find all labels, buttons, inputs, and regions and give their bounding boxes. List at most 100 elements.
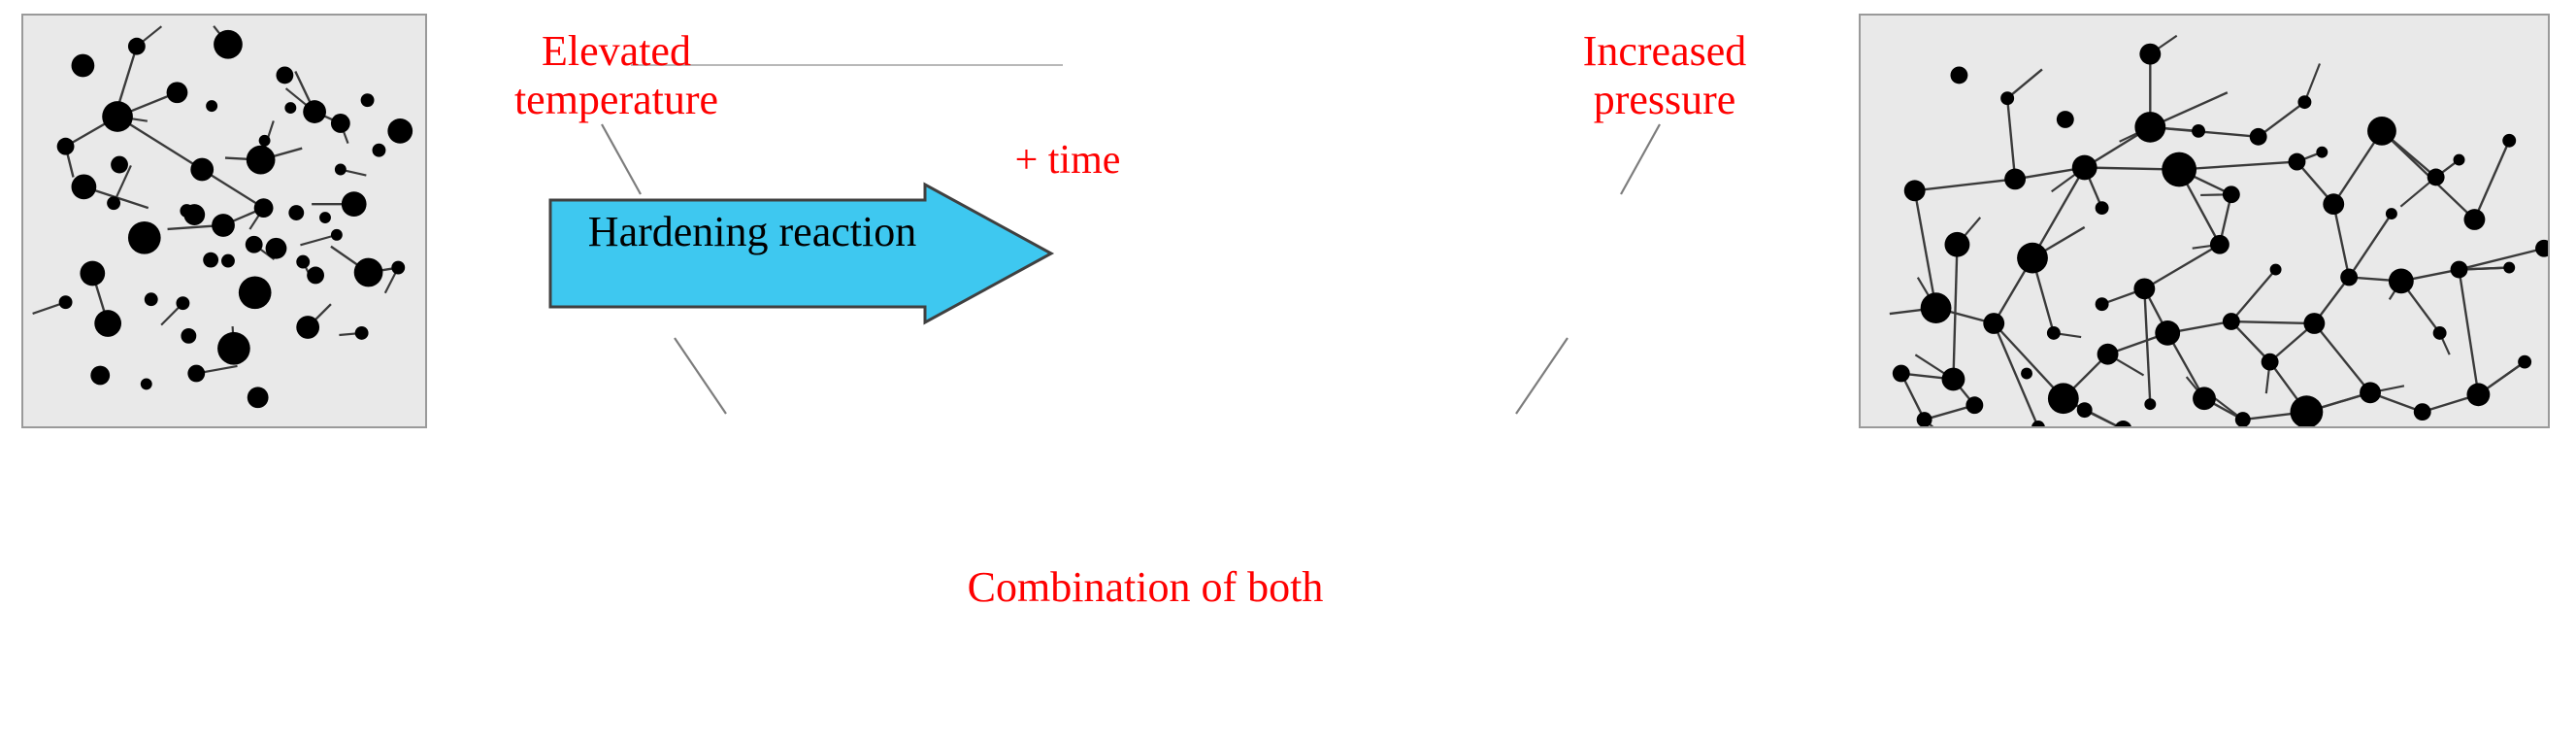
molecule-node xyxy=(2453,153,2465,166)
molecule-node xyxy=(2115,421,2131,426)
molecule-node xyxy=(71,174,97,200)
molecule-node xyxy=(2004,168,2027,190)
molecule-node xyxy=(372,143,386,157)
bond xyxy=(201,168,265,210)
molecule-node xyxy=(2385,208,2397,220)
molecule-node xyxy=(1965,396,1984,415)
molecule-node xyxy=(2261,353,2279,371)
molecule-node xyxy=(387,118,413,144)
bond xyxy=(2229,320,2271,363)
molecule-node xyxy=(330,114,350,133)
molecule-node xyxy=(2518,354,2532,369)
molecule-node xyxy=(2413,403,2431,421)
molecule-node xyxy=(2360,382,2381,404)
molecule-node xyxy=(2502,133,2517,148)
molecule-node xyxy=(1920,292,1952,324)
molecule-node xyxy=(102,101,133,132)
node-group-left xyxy=(56,29,413,409)
molecule-node xyxy=(2466,383,2491,407)
molecule-node xyxy=(2097,343,2119,365)
molecule-node xyxy=(2134,112,2166,143)
molecule-node xyxy=(1941,367,1965,391)
hardening-reaction-arrow xyxy=(548,182,1055,325)
condition-label-increased-pressure: Increased pressure xyxy=(1582,27,1747,123)
molecule-node xyxy=(2450,260,2468,279)
molecule-node xyxy=(2144,398,2157,411)
molecule-node xyxy=(2162,152,2197,187)
condition-connector-lines xyxy=(601,123,1661,415)
bond xyxy=(2230,320,2315,325)
molecule-node xyxy=(80,260,106,286)
molecule-node xyxy=(190,157,215,182)
dangling-bond xyxy=(2303,63,2322,103)
molecule-node xyxy=(284,102,297,115)
molecule-node xyxy=(2071,154,2097,181)
molecule-node xyxy=(2288,152,2306,171)
bond xyxy=(2229,268,2277,322)
molecule-node xyxy=(2222,185,2240,204)
arrow-shape xyxy=(548,182,1055,325)
bond xyxy=(2332,130,2383,205)
molecule-node xyxy=(212,214,235,237)
bond xyxy=(2459,247,2545,271)
bond xyxy=(1993,322,2039,426)
molecule-node xyxy=(353,257,383,287)
molecule-node xyxy=(2323,193,2345,216)
bond xyxy=(2348,213,2393,279)
arrow-polygon xyxy=(548,182,1055,325)
molecular-structure-uncured xyxy=(32,25,413,409)
bond xyxy=(1924,404,1975,421)
molecule-node xyxy=(144,292,158,307)
molecule-node xyxy=(238,276,272,310)
dangling-bond xyxy=(300,233,338,247)
molecule-node xyxy=(58,295,73,310)
molecule-node xyxy=(2047,383,2079,415)
connector-combination-right xyxy=(1515,337,1569,415)
process-conditions-column: Elevated temperature Increased pressure … xyxy=(456,0,1844,741)
molecule-node xyxy=(2193,387,2216,411)
molecule-node xyxy=(2388,268,2414,294)
molecule-node xyxy=(2095,297,2109,312)
molecule-node xyxy=(246,145,276,175)
molecule-node xyxy=(334,163,347,176)
molecule-node xyxy=(56,137,75,155)
bond xyxy=(1952,244,1959,380)
molecule-node xyxy=(2316,146,2328,158)
molecule-node xyxy=(341,191,367,218)
connector-temperature xyxy=(601,123,642,195)
molecule-node xyxy=(2269,263,2282,276)
molecule-node xyxy=(203,252,219,268)
molecule-node xyxy=(2340,268,2359,286)
molecule-node xyxy=(303,100,326,123)
molecule-node xyxy=(94,310,122,337)
molecule-node xyxy=(2535,239,2548,257)
molecule-node xyxy=(2095,201,2109,216)
molecule-node xyxy=(2139,43,2162,65)
molecule-node xyxy=(214,29,243,59)
bond xyxy=(2473,140,2511,220)
molecule-node xyxy=(276,66,294,84)
molecule-node xyxy=(2133,278,2156,300)
bond xyxy=(2006,68,2043,100)
bond xyxy=(1913,190,1937,309)
molecule-node xyxy=(319,212,331,223)
molecule-node xyxy=(2503,261,2516,274)
molecule-node xyxy=(330,228,343,241)
molecule-node xyxy=(166,82,188,104)
bond xyxy=(2458,269,2480,395)
bond xyxy=(2257,101,2306,138)
molecule-node xyxy=(2056,111,2074,128)
molecule-node xyxy=(187,364,206,383)
molecule-node xyxy=(360,93,375,108)
molecule-node xyxy=(1983,313,2005,334)
bond xyxy=(117,46,139,103)
bond xyxy=(1993,322,2064,400)
molecule-node xyxy=(2046,325,2061,340)
molecule-node xyxy=(127,220,161,254)
horizontal-divider-rule xyxy=(631,64,1063,66)
molecule-node xyxy=(1916,412,1932,426)
molecule-node xyxy=(183,204,206,225)
molecule-node xyxy=(111,155,128,174)
node-group-right xyxy=(1892,43,2548,426)
